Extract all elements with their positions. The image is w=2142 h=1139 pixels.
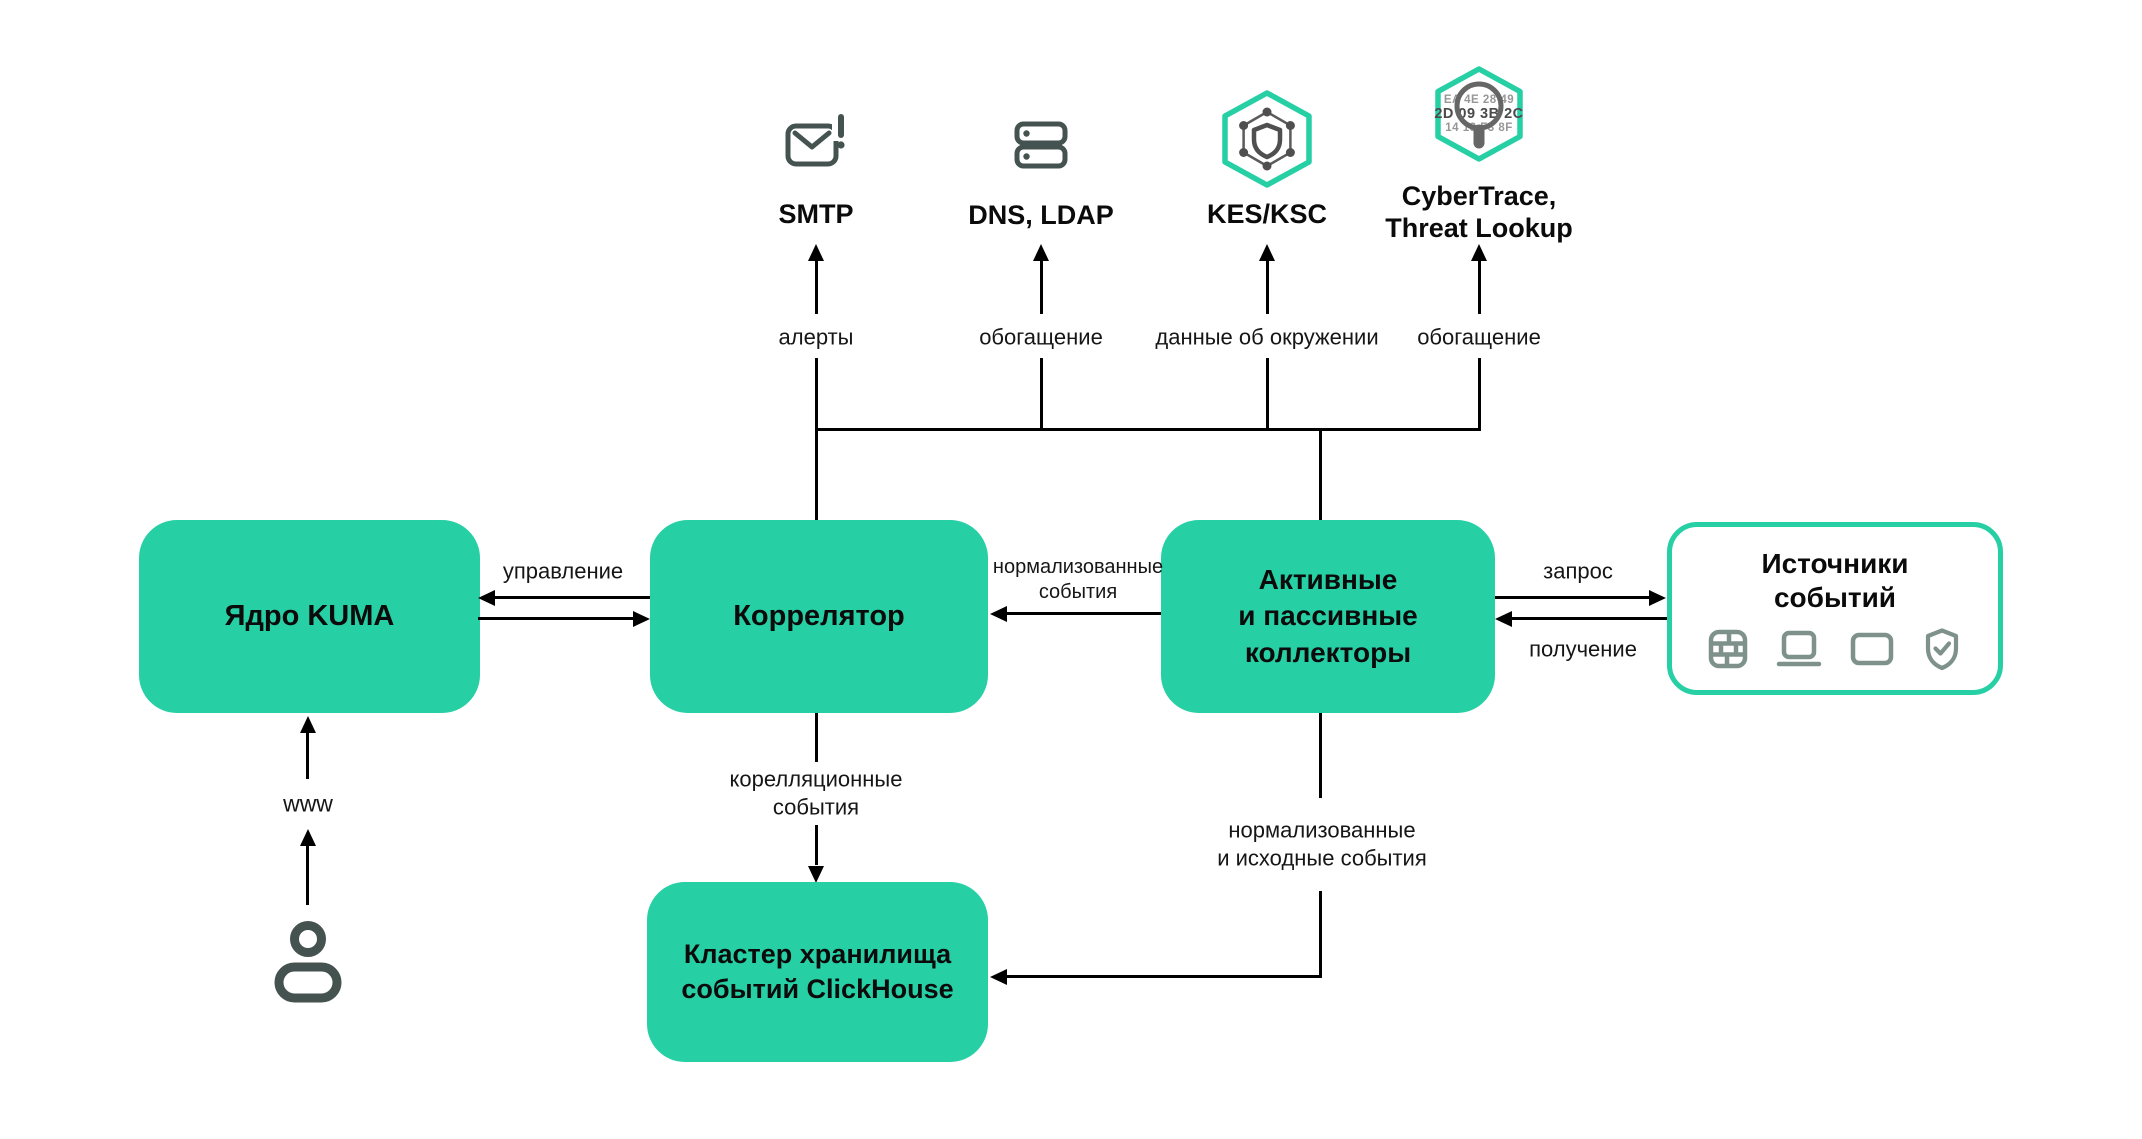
www-line-lower (306, 843, 309, 905)
arrow-into-core-bottom (300, 716, 316, 733)
arrow-to-cybertrace (1471, 244, 1487, 261)
collectors-top-riser (1319, 431, 1322, 520)
email-alert-icon (785, 112, 848, 167)
user-icon (274, 921, 342, 1003)
kuma-core-title: Ядро KUMA (224, 599, 395, 632)
correlator-top-riser (815, 431, 818, 520)
hexagon-outline (1435, 66, 1523, 162)
arrow-to-sources (1649, 590, 1666, 606)
correlation-line-upper (815, 713, 818, 762)
receive-label: получение (1529, 636, 1637, 662)
arrow-to-correlator (633, 611, 650, 627)
firewall-icon (1708, 630, 1748, 669)
raw-events-elbow-line (1006, 975, 1322, 978)
normalized-events-label: нормализованные события (992, 556, 1164, 603)
cybertrace-label: CyberTrace, Threat Lookup (1385, 181, 1573, 244)
control-label: управление (502, 558, 624, 584)
smtp-line-lower (815, 358, 818, 431)
monitor-icon (1850, 633, 1894, 666)
correlator-title: Коррелятор (733, 599, 905, 632)
arrow-to-collectors (1495, 611, 1512, 627)
collectors-node: Активные и пассивные коллекторы (1161, 520, 1495, 713)
dns-ldap-label: DNS, LDAP (968, 200, 1114, 230)
magnifier-glass-icon (1454, 81, 1504, 149)
threat-lookup-magnifier-icon: EA 4E 28 49 2D 09 3B 2C 14 13 F3 8F (1433, 64, 1525, 164)
environment-data-label: данные об окружении (1155, 324, 1379, 350)
request-label: запрос (1543, 558, 1613, 584)
dns-line-upper (1040, 258, 1043, 314)
raw-events-line-lower (1319, 891, 1322, 978)
kes-ksc-label: KES/KSC (1206, 199, 1328, 229)
normalized-raw-events-label: нормализованные и исходные события (1217, 817, 1427, 871)
smtp-line-upper (815, 258, 818, 314)
control-line-upper (494, 596, 650, 599)
correlator-node: Коррелятор (650, 520, 988, 713)
arrow-into-storage-top (808, 866, 824, 883)
correlation-events-label: корелляционные события (729, 766, 903, 820)
shield-check-icon (1925, 628, 1959, 671)
top-bus-line (815, 428, 1481, 431)
www-label: www (283, 790, 333, 817)
kuma-core-node: Ядро KUMA (139, 520, 480, 713)
event-sources-title: Источники событий (1761, 548, 1909, 614)
collectors-title: Активные и пассивные коллекторы (1238, 563, 1418, 668)
enrichment-label-2: обогащение (1417, 324, 1541, 350)
laptop-icon (1776, 631, 1822, 667)
cybertrace-line-upper (1478, 258, 1481, 314)
alerts-label: алерты (778, 324, 854, 350)
arrow-normalized-to-correlator (990, 606, 1007, 622)
correlation-line-lower (815, 825, 818, 865)
arrow-to-dns (1033, 244, 1049, 261)
request-line (1495, 596, 1650, 599)
arrow-to-core (478, 590, 495, 606)
arrow-into-storage-right (990, 969, 1007, 985)
cybertrace-line-lower (1478, 358, 1481, 431)
normalized-events-line (1006, 612, 1161, 615)
event-sources-node: Источники событий (1667, 522, 2003, 695)
kes-hexagon-shield-icon (1222, 90, 1312, 188)
receive-line (1511, 617, 1667, 620)
www-line-upper (306, 730, 309, 779)
control-line-lower (478, 617, 634, 620)
kes-line-lower (1266, 358, 1269, 431)
server-icon (1014, 121, 1068, 169)
event-sources-icons (1708, 627, 1962, 671)
smtp-label: SMTP (778, 199, 854, 229)
clickhouse-storage-node: Кластер хранилища событий ClickHouse (647, 882, 988, 1062)
arrow-to-kes (1259, 244, 1275, 261)
arrow-to-www (300, 829, 316, 846)
raw-events-line-upper (1319, 713, 1322, 798)
clickhouse-storage-title: Кластер хранилища событий ClickHouse (681, 938, 954, 1004)
arrow-to-smtp (808, 244, 824, 261)
dns-line-lower (1040, 358, 1043, 431)
enrichment-label-1: обогащение (979, 324, 1103, 350)
kes-line-upper (1266, 258, 1269, 314)
